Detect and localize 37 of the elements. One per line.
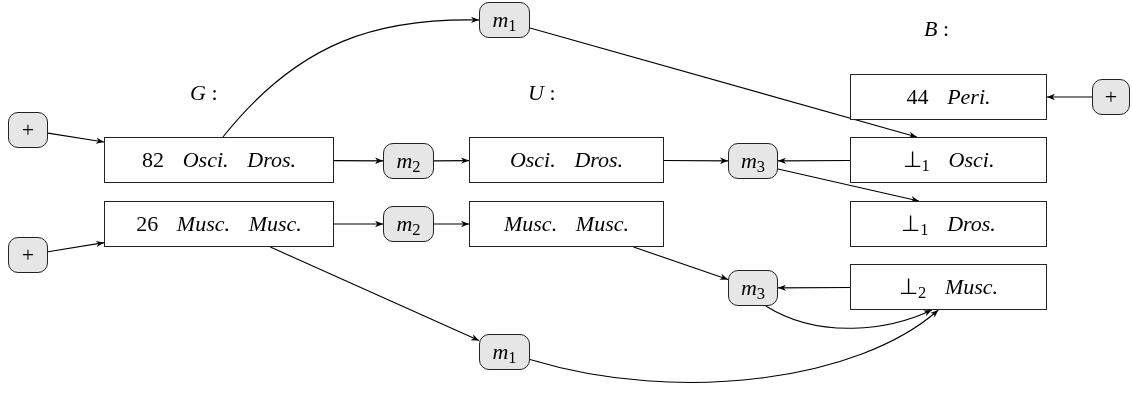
set-label: G : bbox=[190, 82, 218, 104]
record-box: ⊥$_{1}$ Dros. bbox=[850, 201, 1047, 247]
record-box: 44 Peri. bbox=[850, 74, 1047, 120]
operator-box: + bbox=[8, 237, 48, 273]
record-box: Musc. Musc. bbox=[469, 201, 664, 247]
arrow bbox=[777, 284, 851, 292]
set-label: B : bbox=[924, 18, 950, 40]
set-label: U : bbox=[528, 82, 556, 104]
operator-box: m$_{1}$ bbox=[479, 2, 530, 38]
record-box: 82 Osci. Dros. bbox=[104, 137, 334, 183]
arrow bbox=[765, 305, 933, 329]
record-box: Osci. Dros. bbox=[469, 137, 664, 183]
arrow bbox=[433, 157, 470, 164]
arrow bbox=[663, 157, 729, 164]
record-box: ⊥$_{1}$ Osci. bbox=[850, 137, 1047, 183]
arrow bbox=[529, 309, 939, 383]
arrow bbox=[529, 27, 918, 138]
arrow bbox=[777, 168, 920, 203]
arrow bbox=[1046, 93, 1093, 101]
arrow bbox=[632, 246, 729, 280]
arrow bbox=[222, 16, 480, 138]
record-box: 26 Musc. Musc. bbox=[104, 201, 334, 247]
arrow bbox=[433, 220, 470, 228]
operator-box: m$_{3}$ bbox=[728, 270, 778, 306]
operator-box: m$_{1}$ bbox=[479, 334, 530, 370]
arrow bbox=[333, 220, 384, 228]
arrow bbox=[47, 132, 105, 144]
operator-box: m$_{2}$ bbox=[383, 143, 434, 179]
arrow bbox=[333, 157, 384, 164]
operator-box: m$_{3}$ bbox=[728, 143, 778, 179]
operator-box: m$_{2}$ bbox=[383, 206, 434, 242]
record-box: ⊥$_{2}$ Musc. bbox=[850, 264, 1047, 310]
operator-box: + bbox=[8, 112, 48, 148]
arrow bbox=[777, 157, 851, 165]
operator-box: + bbox=[1092, 79, 1130, 115]
arrow bbox=[47, 240, 105, 253]
arrow bbox=[269, 246, 480, 342]
